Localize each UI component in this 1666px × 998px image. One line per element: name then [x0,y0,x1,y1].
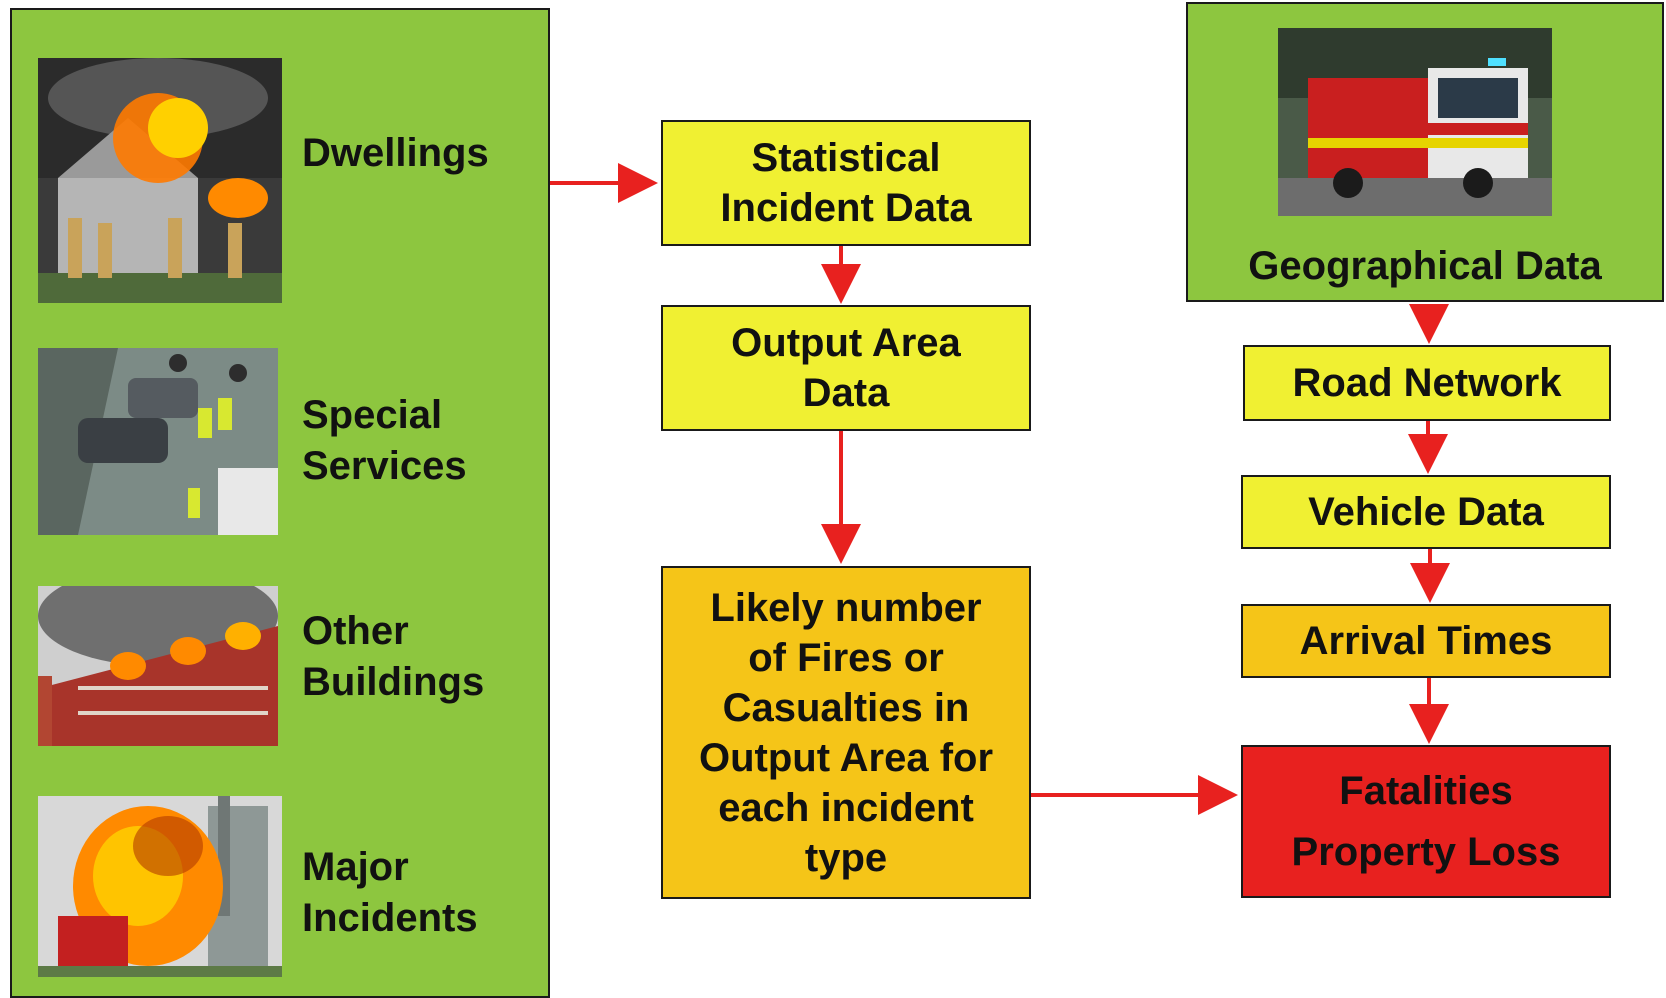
industrial-explosion-photo [38,796,282,977]
factory-fire-photo [38,586,278,746]
house-fire-photo [38,58,282,303]
incident-categories-panel: Dwellings Special Services [10,8,550,998]
statistical-incident-data-box: Statistical Incident Data [661,120,1031,246]
category-label-other-buildings: Other Buildings [302,609,485,705]
output-area-data-box: Output Area Data [661,305,1031,431]
likely-number-box: Likely number of Fires or Casualties in … [661,566,1031,899]
property-loss-label: Property Loss [1291,829,1561,874]
geographical-data-label: Geographical Data [1248,244,1602,288]
car-rescue-photo [38,348,278,535]
fire-engine-photo [1278,28,1552,216]
vehicle-data-box: Vehicle Data [1241,475,1611,549]
fatalities-property-loss-box: Fatalities Property Loss [1241,745,1611,898]
category-label-special-services: Special Services [302,393,467,489]
road-network-box: Road Network [1243,345,1611,421]
arrival-times-box: Arrival Times [1241,604,1611,678]
geographical-data-box: Geographical Data [1186,2,1664,302]
category-label-dwellings: Dwellings [302,131,489,175]
category-label-major-incidents: Major Incidents [302,845,478,941]
fatalities-label: Fatalities [1339,769,1513,814]
